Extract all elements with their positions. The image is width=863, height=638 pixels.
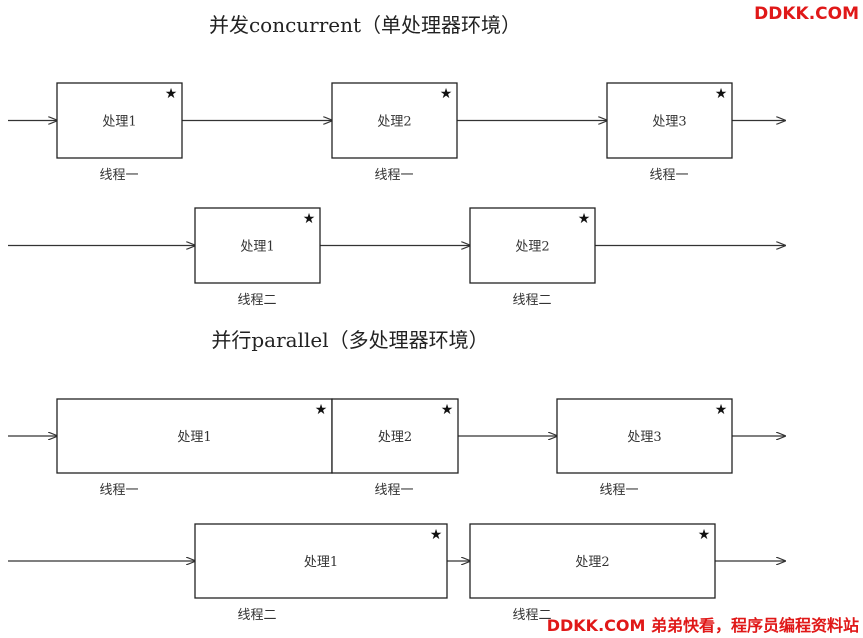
process-label: 处理3 xyxy=(627,430,661,445)
process-label: 处理1 xyxy=(102,115,136,130)
process-box-frame xyxy=(56,82,183,159)
thread-label: 线程二 xyxy=(237,608,276,623)
watermark-top: DDKK.COM xyxy=(754,4,859,24)
process-label: 处理2 xyxy=(377,115,411,130)
process-box-frame xyxy=(469,207,596,284)
process-box-frame xyxy=(556,398,733,474)
watermark-bottom: DDKK.COM 弟弟快看，程序员编程资料站 xyxy=(546,616,859,635)
star-icon: ★ xyxy=(430,527,443,543)
section-title-concurrent: 并发concurrent（单处理器环境） xyxy=(209,13,521,37)
timeline-rows: 处理1★线程一处理2★线程一处理3★线程一处理1★线程二处理2★线程二处理1★线… xyxy=(8,82,785,623)
process-label: 处理2 xyxy=(378,430,412,445)
process-box-frame xyxy=(331,82,458,159)
star-icon: ★ xyxy=(698,527,711,543)
star-icon: ★ xyxy=(303,211,316,227)
timeline-row-2: 处理1 ★ 线程二 处理2 ★ 线程二 xyxy=(8,207,785,308)
thread-label: 线程一 xyxy=(649,168,688,183)
timeline-row-3: 处理1 ★ 线程一 处理2 ★ 线程一 处理3 ★ 线程一 xyxy=(8,398,785,498)
process-box: 处理3 ★ 线程一 xyxy=(556,398,733,498)
thread-label: 线程一 xyxy=(99,483,138,498)
process-label: 处理1 xyxy=(304,555,338,570)
thread-label: 线程二 xyxy=(237,293,276,308)
process-label: 处理3 xyxy=(652,115,686,130)
thread-label: 线程二 xyxy=(512,293,551,308)
star-icon: ★ xyxy=(165,86,178,102)
process-box: 处理1 ★ 线程二 xyxy=(194,207,321,308)
thread-label: 线程一 xyxy=(99,168,138,183)
process-box-frame xyxy=(56,398,333,474)
process-box-frame xyxy=(606,82,733,159)
process-box: 处理3 ★ 线程一 xyxy=(606,82,733,183)
thread-label: 线程二 xyxy=(512,608,551,623)
star-icon: ★ xyxy=(440,86,453,102)
process-box: 处理2 ★ 线程一 xyxy=(331,398,459,498)
process-label: 处理2 xyxy=(515,240,549,255)
process-label: 处理1 xyxy=(240,240,274,255)
star-icon: ★ xyxy=(441,402,454,418)
process-box: 处理2 ★ 线程二 xyxy=(469,207,596,308)
timeline-row-4: 处理1 ★ 线程二 处理2 ★ 线程二 xyxy=(8,523,785,623)
star-icon: ★ xyxy=(315,402,328,418)
process-box-frame xyxy=(194,523,448,599)
process-box-frame xyxy=(331,398,459,474)
process-label: 处理2 xyxy=(575,555,609,570)
process-box: 处理2 ★ 线程二 xyxy=(469,523,716,623)
process-box: 处理1 ★ 线程二 xyxy=(194,523,448,623)
process-label: 处理1 xyxy=(177,430,211,445)
star-icon: ★ xyxy=(578,211,591,227)
section-title-parallel: 并行parallel（多处理器环境） xyxy=(211,328,488,352)
process-box: 处理1 ★ 线程一 xyxy=(56,398,333,498)
thread-label: 线程一 xyxy=(374,168,413,183)
thread-label: 线程一 xyxy=(599,483,638,498)
process-box-frame xyxy=(469,523,716,599)
star-icon: ★ xyxy=(715,86,728,102)
process-box: 处理2 ★ 线程一 xyxy=(331,82,458,183)
process-box: 处理1 ★ 线程一 xyxy=(56,82,183,183)
thread-label: 线程一 xyxy=(374,483,413,498)
timeline-row-1: 处理1 ★ 线程一 处理2 ★ 线程一 处理3 ★ 线程一 xyxy=(8,82,785,183)
process-box-frame xyxy=(194,207,321,284)
star-icon: ★ xyxy=(715,402,728,418)
